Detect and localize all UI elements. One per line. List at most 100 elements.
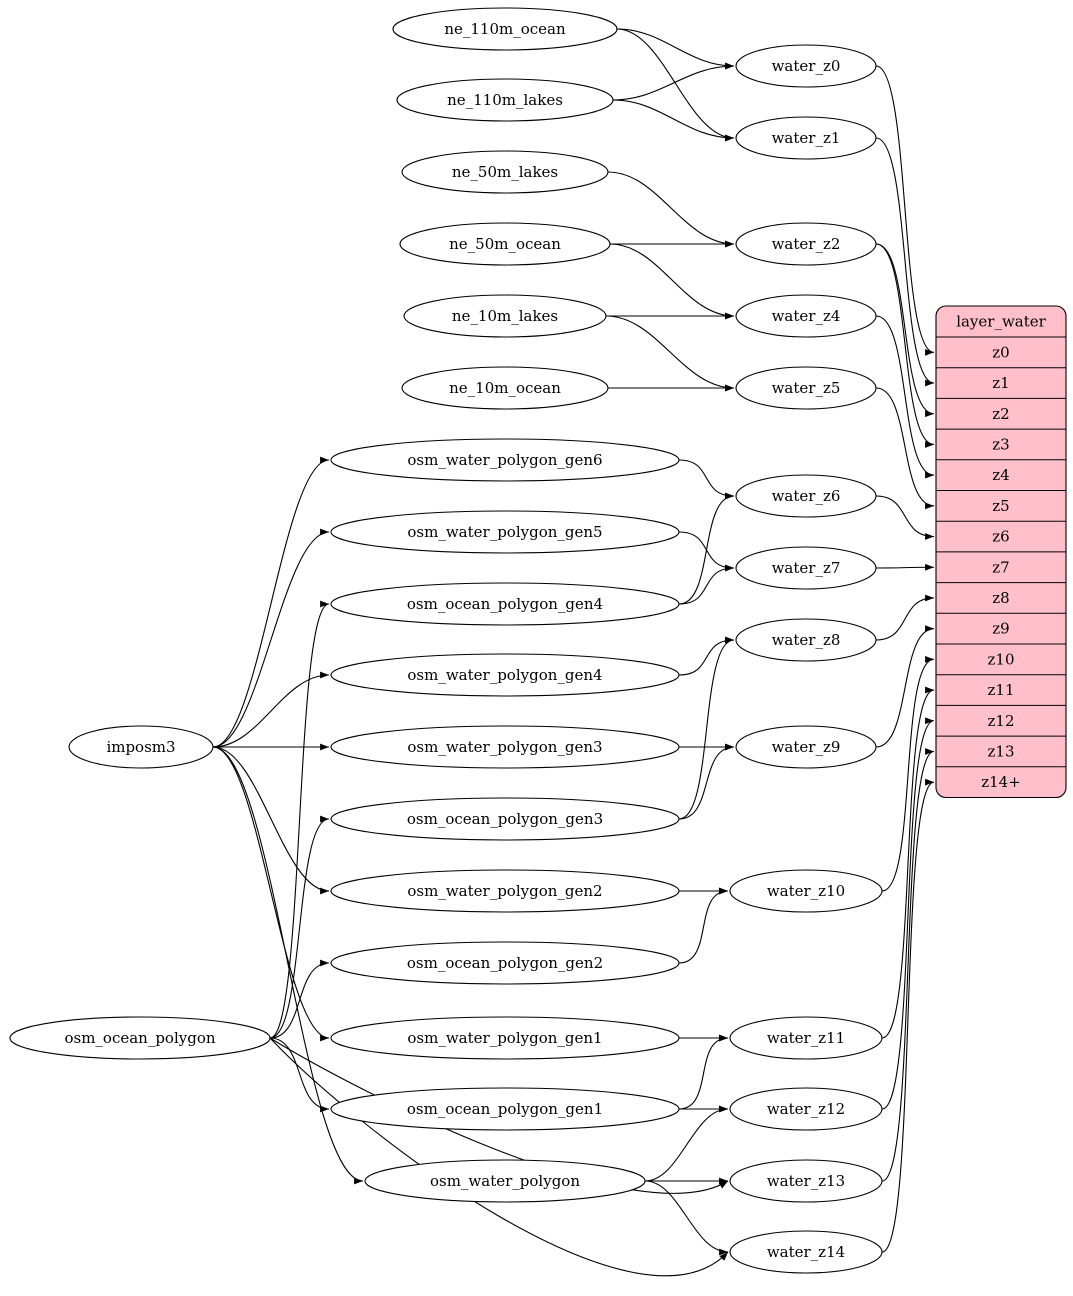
edge-osm_ocean_polygon_gen3-to-water_z8 [678,636,735,820]
node-label-ne_50m_lakes: ne_50m_lakes [452,163,558,181]
node-label-water_z10: water_z10 [767,882,845,900]
node-osm_ocean_polygon_gen1: osm_ocean_polygon_gen1 [330,1087,680,1131]
node-water_z4: water_z4 [735,294,877,338]
node-label-osm_ocean_polygon_gen4: osm_ocean_polygon_gen4 [407,595,603,613]
node-label-ne_10m_ocean: ne_10m_ocean [449,379,561,397]
node-water_z8: water_z8 [735,618,877,662]
record-layer: layer_waterz0z1z2z3z4z5z6z7z8z9z10z11z12… [935,305,1067,799]
node-label-osm_water_polygon_gen4: osm_water_polygon_gen4 [407,666,602,684]
node-osm_water_polygon_gen6: osm_water_polygon_gen6 [330,438,680,482]
node-label-osm_water_polygon_gen5: osm_water_polygon_gen5 [407,523,602,541]
edge-osm_ocean_polygon_gen2-to-water_z10 [678,887,729,964]
edge-osm_ocean_polygon-to-water_z13 [269,1037,729,1194]
node-label-osm_ocean_polygon_gen2: osm_ocean_polygon_gen2 [407,954,603,972]
node-imposm3: imposm3 [68,725,214,769]
node-label-water_z9: water_z9 [772,738,841,756]
node-shape-osm_water_polygon_gen3 [330,725,680,769]
node-shape-water_z9 [735,725,877,769]
edge-osm_ocean_polygon_gen4-to-water_z7 [678,564,735,605]
edge-ne_110m_lakes-to-water_z0 [612,62,735,101]
node-label-ne_110m_ocean: ne_110m_ocean [444,20,566,38]
node-label-imposm3: imposm3 [106,738,175,756]
node-osm_water_polygon_gen5: osm_water_polygon_gen5 [330,510,680,554]
node-osm_water_polygon_gen4: osm_water_polygon_gen4 [330,653,680,697]
edge-water_z5-to-layer_water-z5 [875,387,935,510]
node-shape-osm_water_polygon [364,1159,646,1203]
node-shape-ne_10m_lakes [403,294,607,338]
node-shape-imposm3 [68,725,214,769]
edge-ne_110m_ocean-to-water_z0 [616,28,735,70]
nodes-layer: ne_110m_oceanne_110m_lakesne_50m_lakesne… [9,7,883,1274]
edge-osm_ocean_polygon-to-water_z14 [269,1037,729,1277]
node-shape-ne_50m_lakes [401,150,609,194]
record-row-z12: z12 [988,712,1015,730]
edge-osm_water_polygon-to-water_z12 [644,1105,729,1182]
node-label-water_z1: water_z1 [772,129,841,147]
node-shape-water_z1 [735,116,877,160]
node-ne_10m_lakes: ne_10m_lakes [403,294,607,338]
edge-ne_110m_lakes-to-water_z1 [612,99,735,142]
node-label-water_z14: water_z14 [767,1243,845,1261]
edge-imposm3-to-osm_water_polygon_gen6 [212,456,330,748]
edge-osm_ocean_polygon-to-osm_ocean_polygon_gen1 [269,1037,330,1113]
node-shape-osm_ocean_polygon_gen2 [330,941,680,985]
node-shape-ne_110m_ocean [392,7,618,51]
node-water_z9: water_z9 [735,725,877,769]
node-label-osm_water_polygon_gen6: osm_water_polygon_gen6 [407,451,602,469]
record-row-z14+: z14+ [981,773,1021,791]
edge-ne_110m_ocean-to-water_z1 [616,28,735,142]
record-row-z3: z3 [992,435,1009,453]
edges-layer [212,28,935,1277]
node-shape-osm_ocean_polygon_gen4 [330,582,680,626]
record-row-z0: z0 [992,343,1009,361]
node-water_z12: water_z12 [729,1087,883,1131]
node-shape-water_z7 [735,546,877,590]
node-water_z5: water_z5 [735,366,877,410]
edge-water_z4-to-layer_water-z4 [875,315,935,479]
node-label-osm_water_polygon_gen2: osm_water_polygon_gen2 [407,882,602,900]
node-water_z11: water_z11 [729,1016,883,1060]
node-shape-water_z2 [735,222,877,266]
node-shape-water_z11 [729,1016,883,1060]
edge-water_z0-to-layer_water-z0 [875,65,935,356]
node-label-water_z13: water_z13 [767,1172,845,1190]
edge-osm_ocean_polygon-to-osm_ocean_polygon_gen3 [269,815,330,1039]
record-row-z10: z10 [988,650,1015,668]
node-water_z7: water_z7 [735,546,877,590]
node-shape-ne_110m_lakes [396,78,614,122]
node-label-water_z4: water_z4 [772,307,841,325]
node-shape-water_z14 [729,1230,883,1274]
edge-osm_ocean_polygon_gen3-to-water_z9 [678,743,735,820]
node-shape-osm_water_polygon_gen2 [330,869,680,913]
edge-water_z7-to-layer_water-z7 [875,563,935,571]
node-ne_110m_ocean: ne_110m_ocean [392,7,618,51]
node-label-osm_ocean_polygon: osm_ocean_polygon [64,1029,215,1047]
record-layer_water: layer_waterz0z1z2z3z4z5z6z7z8z9z10z11z12… [935,305,1067,799]
node-label-water_z12: water_z12 [767,1100,845,1118]
node-water_z2: water_z2 [735,222,877,266]
node-shape-osm_water_polygon_gen1 [330,1016,680,1060]
node-label-water_z2: water_z2 [772,235,841,253]
node-osm_ocean_polygon: osm_ocean_polygon [9,1016,271,1060]
node-osm_water_polygon_gen3: osm_water_polygon_gen3 [330,725,680,769]
node-shape-water_z4 [735,294,877,338]
edge-water_z6-to-layer_water-z6 [875,495,935,540]
edge-water_z1-to-layer_water-z1 [875,137,935,387]
edge-water_z13-to-layer_water-z13 [881,748,935,1182]
node-shape-water_z6 [735,474,877,518]
node-shape-osm_water_polygon_gen5 [330,510,680,554]
node-shape-water_z8 [735,618,877,662]
record-row-z8: z8 [992,589,1009,607]
node-water_z10: water_z10 [729,869,883,913]
node-water_z6: water_z6 [735,474,877,518]
node-shape-ne_10m_ocean [401,366,609,410]
record-row-z13: z13 [988,742,1015,760]
record-row-z5: z5 [992,497,1009,515]
edge-osm_water_polygon-to-water_z14 [644,1180,729,1256]
node-osm_water_polygon: osm_water_polygon [364,1159,646,1203]
record-row-z2: z2 [992,405,1009,423]
edge-ne_50m_ocean-to-water_z4 [609,243,735,320]
node-osm_ocean_polygon_gen4: osm_ocean_polygon_gen4 [330,582,680,626]
record-row-z6: z6 [992,528,1009,546]
